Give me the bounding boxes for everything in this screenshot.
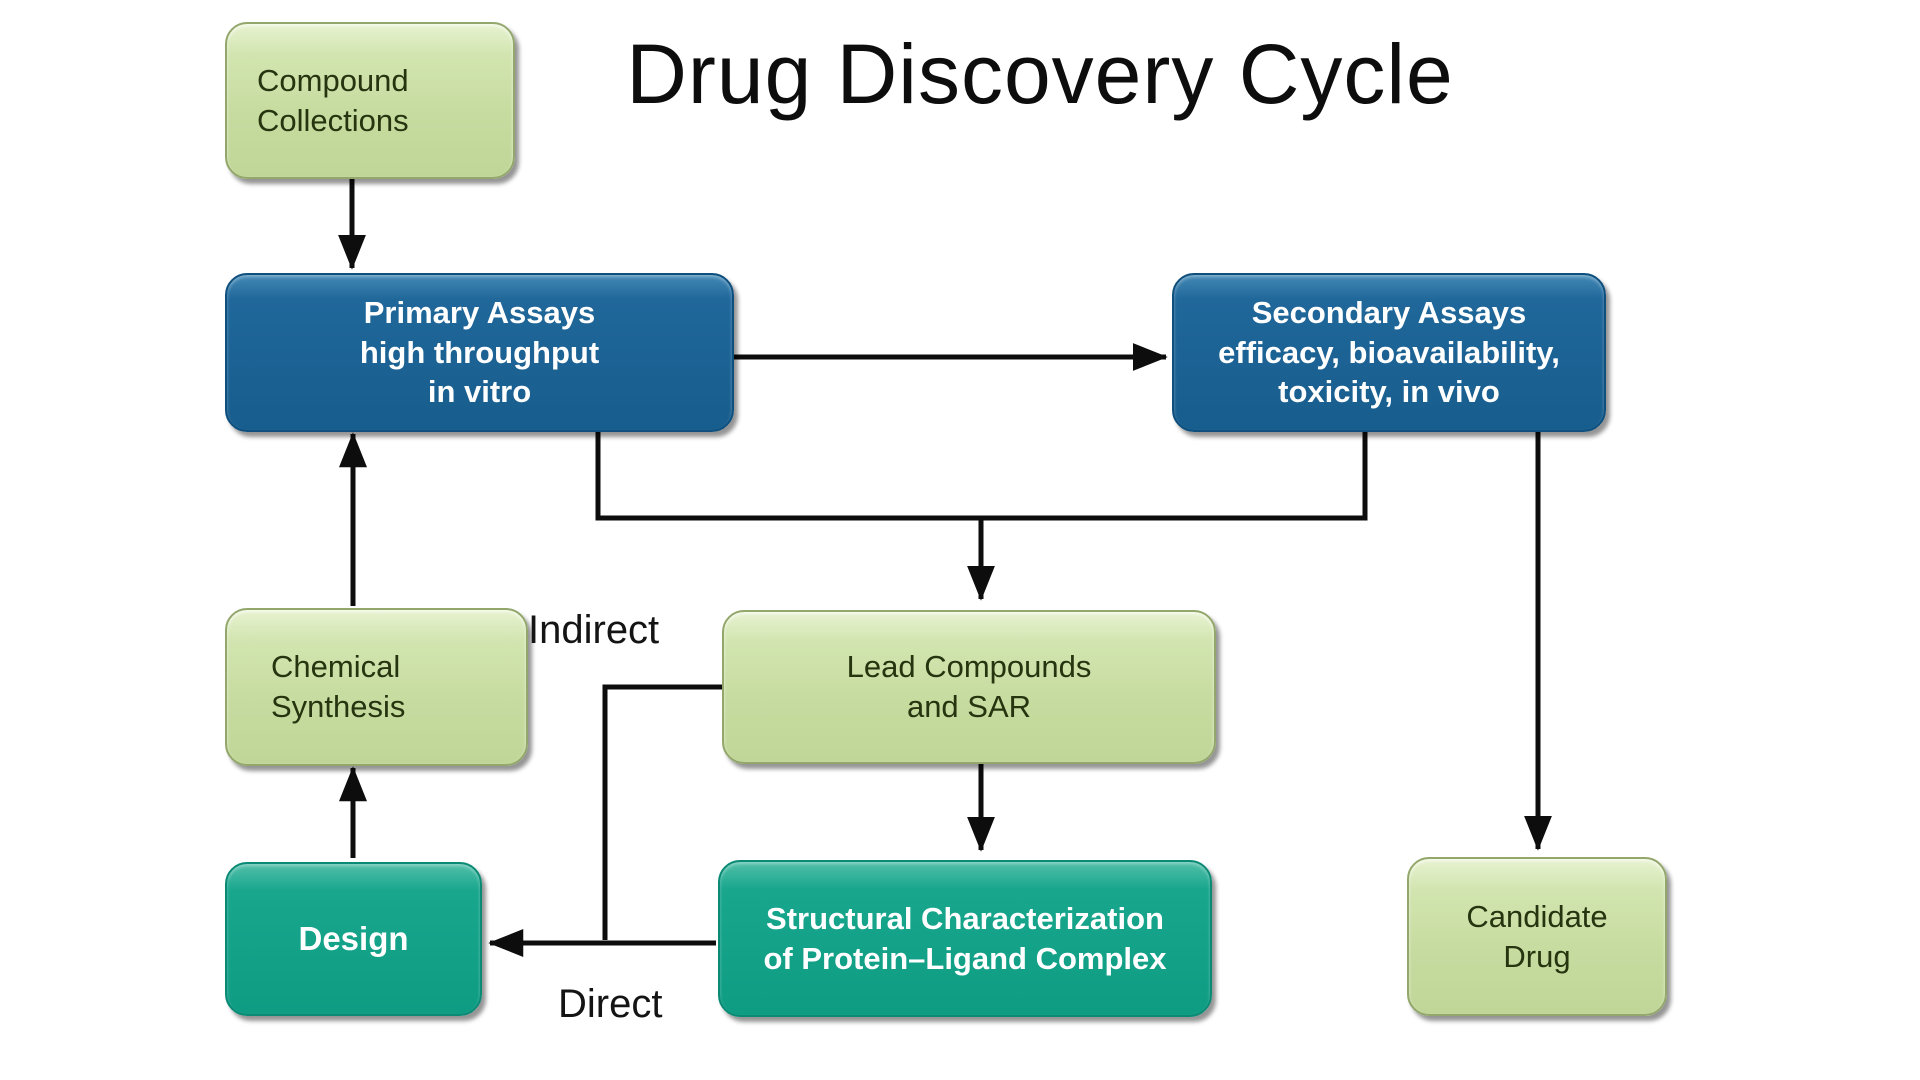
- node-label-line: Chemical: [271, 649, 401, 685]
- node-label-line: Compound: [257, 62, 409, 98]
- node-label-line: Structural Characterization: [766, 900, 1164, 936]
- node-candidate-drug: Candidate Drug: [1407, 857, 1667, 1016]
- node-label-line: toxicity, in vivo: [1278, 374, 1500, 410]
- node-chemical-synthesis: Chemical Synthesis: [225, 608, 528, 766]
- node-label-line: Design: [298, 919, 409, 957]
- node-label-line: efficacy, bioavailability,: [1218, 334, 1560, 370]
- node-label-line: Secondary Assays: [1251, 294, 1527, 330]
- edge-label-direct: Direct: [558, 982, 663, 1026]
- node-label-line: of Protein–Ligand Complex: [763, 940, 1167, 976]
- line-assays-merge-connector: [595, 426, 1368, 521]
- node-secondary-assays: Secondary Assays efficacy, bioavailabili…: [1172, 273, 1606, 432]
- line-lead-indirect-elbow: [602, 684, 722, 940]
- node-label-line: Primary Assays: [363, 294, 596, 330]
- node-label-line: high throughput: [359, 334, 600, 370]
- node-label-line: Candidate: [1466, 898, 1608, 934]
- node-design: Design: [225, 862, 482, 1016]
- node-structural-characterization: Structural Characterization of Protein–L…: [718, 860, 1212, 1017]
- page-title: Drug Discovery Cycle: [626, 27, 1454, 121]
- edge-label-indirect: Indirect: [528, 608, 660, 652]
- node-primary-assays: Primary Assays high throughput in vitro: [225, 273, 734, 432]
- node-label-line: and SAR: [906, 689, 1032, 724]
- node-label-line: in vitro: [427, 374, 532, 410]
- node-label-line: Collections: [257, 102, 409, 138]
- node-label-line: Lead Compounds: [846, 649, 1092, 685]
- node-lead-compounds: Lead Compounds and SAR: [722, 610, 1216, 764]
- node-compound-collections: Compound Collections: [225, 22, 515, 179]
- node-label-line: Drug: [1503, 938, 1571, 974]
- node-label-line: Synthesis: [271, 689, 406, 724]
